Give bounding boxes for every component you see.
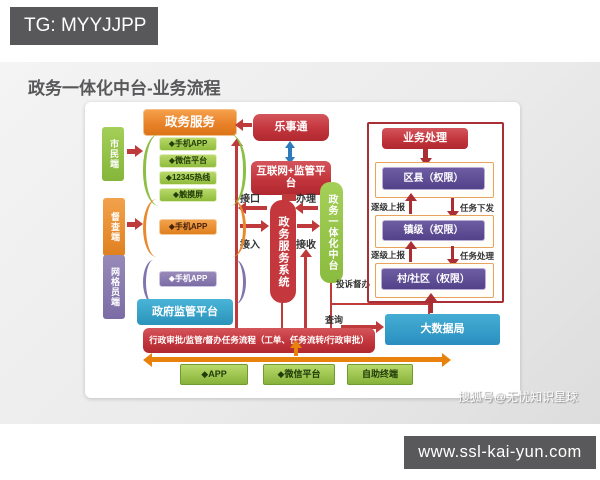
- flow-down-label: 任务下发: [460, 203, 495, 213]
- tg-banner-label: TG: MYYJJPP: [24, 15, 147, 36]
- arrow-right-icon: [127, 218, 143, 230]
- district-level-node: 区县（权限）: [382, 167, 485, 190]
- up-feedback-arrow-icon: [304, 256, 307, 328]
- arrow-up-icon: [409, 200, 412, 214]
- arrow-down-icon: [423, 149, 428, 159]
- connector-line: [330, 283, 332, 328]
- arrow-left-icon: [235, 119, 252, 131]
- connector-line: [330, 303, 430, 305]
- grid-channel-bracket: [143, 260, 246, 304]
- complaint-supervise-label: 投诉督办: [336, 279, 371, 289]
- big-data-bureau-node: 大数据局: [385, 314, 500, 345]
- supervision-endpoint-node: 督查端: [103, 198, 125, 256]
- town-level-node: 镇级（权限）: [382, 220, 485, 241]
- arrow-down-icon: [451, 246, 454, 260]
- channel-item: ◆触摸屏: [159, 188, 217, 202]
- url-text: www.ssl-kai-yun.com: [404, 436, 596, 469]
- gov-service-system-node: 政务服务系统: [270, 200, 296, 303]
- citizen-endpoint-node: 市民端: [102, 127, 124, 181]
- supervision-channel-bracket: [143, 199, 246, 257]
- arrow-right-icon: [341, 321, 384, 333]
- flow-up-label: 逐级上报: [371, 250, 406, 260]
- terminal-item: 自助终端: [347, 364, 413, 385]
- query-label: 查询: [325, 315, 344, 325]
- citizen-channels-bracket: [143, 134, 246, 206]
- slide-title: 政务一体化中台-业务流程: [28, 79, 221, 98]
- double-arrow-icon: [151, 357, 443, 362]
- process-flow-bar: 行政审批/监管/督办任务流程（工单、任务流转/行政审批）: [143, 328, 375, 353]
- business-processing-panel: [367, 122, 504, 303]
- arrow-up-icon: [409, 248, 412, 262]
- village-level-node: 村/社区（权限）: [381, 268, 486, 290]
- connector-line: [281, 303, 283, 328]
- arrow-up-icon: [294, 347, 298, 356]
- channel-item: ◆手机APP: [159, 271, 217, 287]
- internet-supervision-platform-node: 互联网+监管平台: [251, 161, 331, 195]
- integration-middle-platform-node: 政务一体化中台: [320, 182, 343, 283]
- arrow-right-icon: [297, 220, 320, 232]
- handle-label: 办理: [296, 194, 316, 205]
- channel-item: ◆微信平台: [159, 154, 217, 168]
- flow-down-label: 任务处理: [460, 251, 495, 261]
- gov-service-node: 政务服务: [143, 109, 237, 136]
- grid-worker-endpoint-node: 网格员端: [103, 255, 125, 319]
- channel-item: ◆手机APP: [159, 137, 217, 151]
- receive-label: 接收: [296, 240, 316, 251]
- up-rail-arrow-icon: [235, 145, 238, 328]
- tg-banner: TG: MYYJJPP: [10, 7, 158, 45]
- arrow-right-icon: [240, 220, 269, 232]
- terminal-item: ◆微信平台: [263, 364, 335, 385]
- gov-supervision-platform-node: 政府监管平台: [137, 299, 233, 325]
- arrow-down-icon: [451, 198, 454, 212]
- leshitong-node: 乐事通: [253, 114, 329, 141]
- channel-item: ◆手机APP: [159, 219, 217, 235]
- url-box: www.ssl-kai-yun.com: [396, 428, 600, 476]
- flow-up-label: 逐级上报: [371, 202, 406, 212]
- watermark-text: 搜狐号@无忧知识星球: [458, 390, 579, 404]
- arrow-up-icon: [429, 300, 433, 313]
- terminal-item: ◆APP: [180, 364, 248, 385]
- access-label: 接入: [240, 240, 260, 251]
- interface-label: 接口: [240, 194, 260, 205]
- business-processing-title: 业务处理: [382, 128, 468, 149]
- up-down-arrow-icon: [288, 147, 292, 158]
- diagram-panel: 政务服务 乐事通 互联网+监管平台 政务服务系统 政务一体化中台 接口 接入 办…: [85, 102, 520, 398]
- arrow-left-icon: [238, 202, 267, 214]
- arrow-left-icon: [295, 202, 318, 214]
- arrow-right-icon: [127, 145, 143, 157]
- channel-item: ◆12345热线: [159, 171, 217, 185]
- connector-line: [282, 194, 296, 201]
